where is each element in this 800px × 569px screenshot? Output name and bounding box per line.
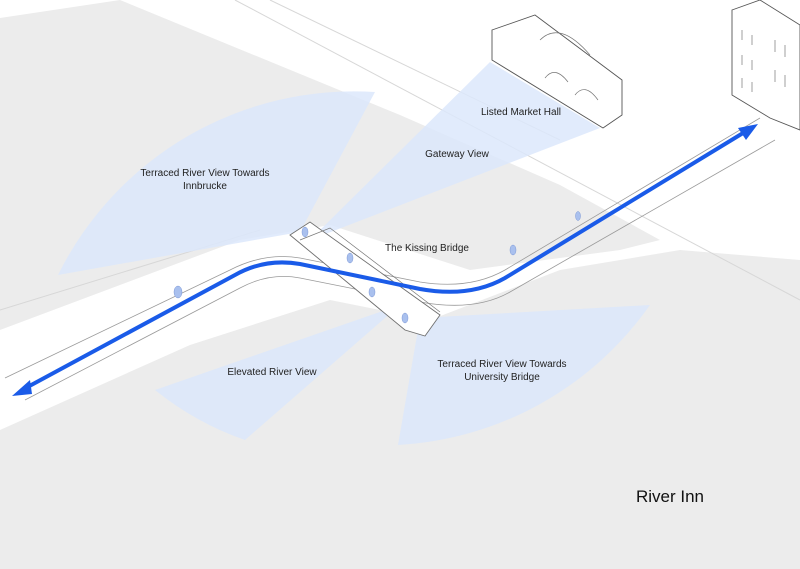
label-terraced-university-line2: University Bridge [464, 372, 540, 383]
walkway-edge-top [4, 117, 761, 379]
building-icon [491, 14, 623, 129]
pedestrian-icon [509, 244, 517, 256]
building-icon [731, 0, 800, 131]
label-terraced-innbrucke-line2: Innbrucke [183, 181, 227, 192]
label-river-inn: River Inn [636, 487, 704, 506]
market-hall-building [491, 14, 623, 129]
double-headed-arrow-icon [738, 124, 758, 140]
view-cone-gateway [310, 62, 600, 240]
corner-building [731, 0, 800, 131]
view-cone-university [398, 305, 650, 445]
label-terraced-innbrucke-line1: Terraced River View Towards [140, 168, 269, 179]
label-gateway-view: Gateway View [425, 149, 490, 160]
label-elevated-river-view: Elevated River View [227, 367, 317, 378]
label-terraced-university-line1: Terraced River View Towards [437, 359, 566, 370]
pedestrian-icon [575, 211, 581, 221]
pedestrian-icon [401, 312, 409, 324]
pedestrians [173, 211, 581, 324]
pedestrian-icon [368, 286, 376, 298]
pedestrian-route [20, 128, 750, 392]
pedestrian-icon [301, 226, 309, 238]
view-cone-innbrucke [58, 91, 375, 275]
building-windows [774, 40, 786, 87]
building-arch [574, 89, 599, 101]
label-listed-market-hall: Listed Market Hall [481, 107, 561, 118]
pedestrian-icon [346, 252, 354, 264]
pedestrian-icon [173, 285, 183, 299]
building-arch [539, 32, 591, 56]
building-windows [741, 30, 753, 92]
double-headed-arrow-icon [12, 380, 32, 396]
label-kissing-bridge: The Kissing Bridge [385, 243, 469, 254]
view-cone-elevated [155, 305, 400, 440]
building-arch [544, 72, 569, 83]
view-cones [58, 62, 650, 445]
